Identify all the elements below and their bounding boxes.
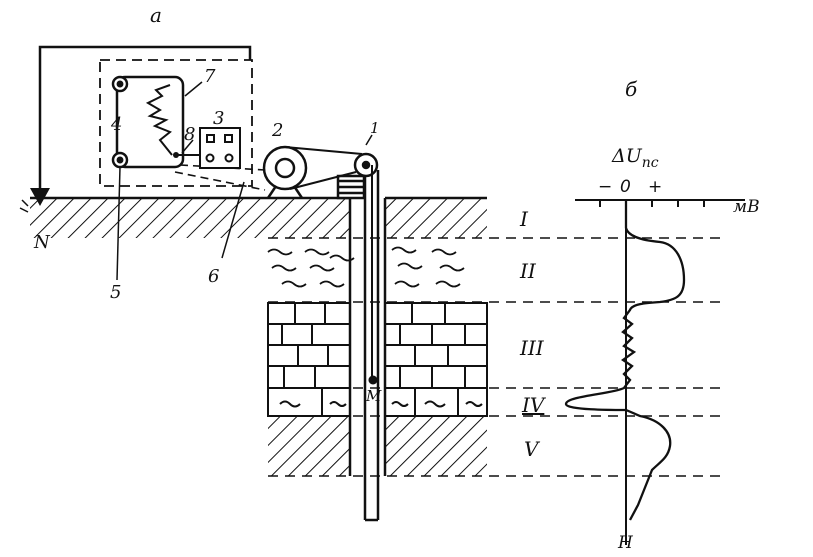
roller-top bbox=[111, 75, 129, 93]
curve-minus: − bbox=[598, 177, 612, 197]
label-cable: 6 bbox=[208, 266, 219, 287]
panel-b-label: б bbox=[625, 77, 638, 101]
sp-curve bbox=[564, 200, 686, 521]
label-roller-bottom: 5 bbox=[110, 282, 121, 303]
layer-label-i: I bbox=[519, 207, 529, 231]
logging-cable bbox=[284, 146, 373, 380]
roller-bottom bbox=[111, 151, 129, 169]
layer-label-iii: III bbox=[519, 336, 545, 360]
layer-label-iv: IV bbox=[521, 393, 547, 417]
borehole bbox=[348, 170, 387, 522]
label-pen: 8 bbox=[184, 124, 195, 145]
label-trace: 7 bbox=[204, 66, 216, 87]
curve-unit: мВ bbox=[733, 197, 760, 217]
recorder-tape bbox=[115, 75, 185, 169]
recorder-housing bbox=[99, 59, 253, 187]
layer-v-clay bbox=[268, 416, 487, 476]
pen bbox=[173, 152, 200, 158]
layer-iii-limestone bbox=[267, 302, 488, 389]
curve-bottom-label: Н bbox=[617, 533, 634, 553]
layer-label-ii: II bbox=[519, 259, 537, 283]
label-roller-top: 4 bbox=[110, 114, 122, 135]
curve-plus: + bbox=[648, 177, 662, 197]
winch bbox=[262, 145, 308, 199]
label-electrode-m: M bbox=[365, 387, 382, 405]
label-electrode-n: N bbox=[33, 232, 51, 253]
curve-title: ΔUпс bbox=[611, 145, 659, 171]
label-box: 3 bbox=[213, 108, 224, 129]
earth-surface bbox=[30, 196, 487, 238]
recorded-trace bbox=[145, 84, 173, 156]
galvanometer-box bbox=[199, 127, 241, 169]
ground-electrode bbox=[19, 188, 50, 213]
layer-label-v: V bbox=[524, 437, 541, 461]
panel-a-label: a bbox=[150, 3, 162, 27]
layer-ii-water bbox=[267, 246, 465, 288]
sp-axis bbox=[575, 199, 745, 545]
label-sheave: 1 bbox=[370, 119, 380, 137]
curve-zero: 0 bbox=[620, 177, 631, 197]
layer-boundaries bbox=[268, 237, 720, 477]
label-winch: 2 bbox=[271, 120, 283, 141]
leader-lines bbox=[116, 81, 373, 281]
ground-lead bbox=[38, 45, 252, 190]
